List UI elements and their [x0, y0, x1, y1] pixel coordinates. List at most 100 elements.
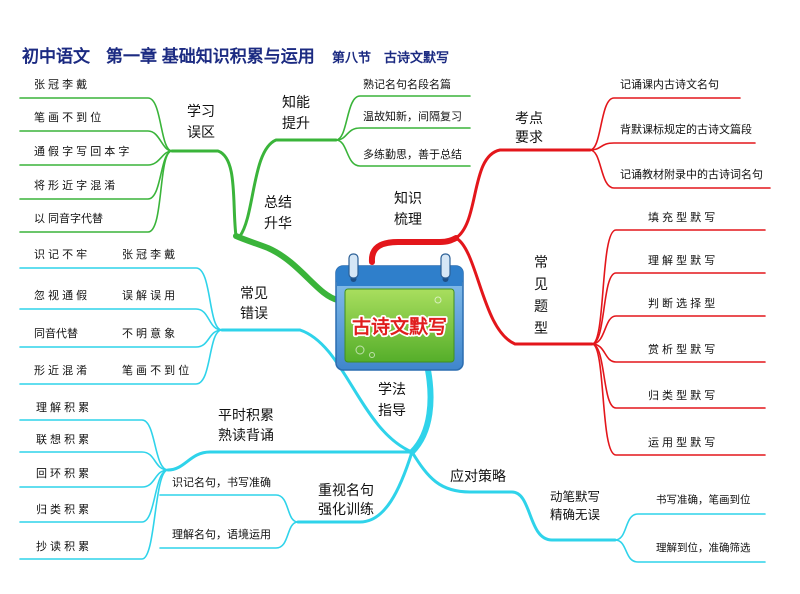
decor-bubble [369, 352, 375, 358]
leaf-item: 将 形 近 字 混 淆 [34, 178, 115, 192]
calendar-page [344, 288, 455, 363]
node-label: 要求 [515, 129, 543, 145]
leaf-line [159, 521, 299, 549]
leaf-item-error: 形 近 混 淆 [34, 364, 87, 377]
node-label: 常见 [240, 285, 268, 301]
leaf-line [335, 95, 471, 141]
leaf-item: 归 类 积 累 [36, 502, 89, 516]
leaf-line [19, 451, 169, 471]
node-label-method: 学法 [378, 381, 406, 397]
leaf-line [614, 513, 766, 541]
leaf-item: 背默课标规定的古诗文篇段 [620, 122, 752, 136]
trunk-line [409, 367, 434, 455]
node-study-pitfalls: 学习 误区 张 冠 李 戴 笔 画 不 到 位 通 假 字 写 回 本 字 将 … [19, 77, 215, 233]
node-label: 强化训练 [318, 501, 374, 517]
leaf-item: 多练勤思，善于总结 [363, 147, 462, 161]
branch-knowledge: 知识 梳理 考点 要求 记诵课内古诗文名句 背默课标规定的古诗文篇段 记诵教材附… [368, 77, 771, 456]
decor-bubble [434, 296, 442, 304]
node-label-method: 指导 [378, 402, 406, 418]
leaf-line [19, 308, 223, 331]
leaf-item-result: 张 冠 李 戴 [122, 247, 175, 261]
leaf-line [19, 130, 173, 152]
connector-line [166, 450, 414, 472]
title-chapter: 第一章 基础知识积累与运用 [106, 46, 315, 66]
leaf-item: 记诵课内古诗文名句 [620, 77, 719, 91]
leaf-item-error: 同音代替 [34, 326, 78, 340]
page-title: 初中语文 第一章 基础知识积累与运用 第八节 古诗文默写 [22, 46, 449, 66]
leaf-item: 赏 析 型 默 写 [648, 342, 715, 356]
node-label: 错误 [240, 305, 268, 321]
leaf-line [19, 329, 223, 385]
leaf-item: 笔 画 不 到 位 [34, 110, 101, 124]
leaf-line [159, 494, 299, 523]
node-label: 精确无误 [550, 508, 601, 522]
title-topic: 古诗文默写 [384, 50, 449, 65]
connector-line [454, 236, 594, 346]
calendar-ring [440, 253, 451, 279]
leaf-item-result: 笔 画 不 到 位 [122, 363, 189, 377]
leaf-item: 记诵教材附录中的古诗词名句 [620, 167, 763, 181]
node-label: 误区 [187, 124, 215, 140]
leaf-item-result: 误 解 误 用 [122, 288, 175, 302]
leaf-line [591, 343, 766, 456]
leaf-item-error: 忽 视 通 假 [34, 288, 87, 302]
node-label: 动笔默写 [550, 489, 600, 504]
leaf-item-error: 识 记 不 牢 [34, 247, 87, 261]
node-label: 考点 [515, 110, 543, 126]
leaf-item: 抄 读 积 累 [36, 539, 89, 553]
node-label: 见 [534, 276, 548, 292]
node-label: 提升 [282, 115, 310, 131]
leaf-item: 回 环 积 累 [36, 467, 89, 480]
leaf-line [591, 272, 766, 345]
trunk-line [368, 235, 459, 265]
node-label: 知能 [282, 94, 310, 110]
connector-line [238, 138, 338, 238]
node-label: 学习 [187, 103, 215, 119]
node-label: 平时积累 [218, 407, 274, 423]
node-strategy: 应对策略 动笔默写 精确无误 书写准确，笔画到位 理解到位，准确筛选 [450, 468, 766, 563]
leaf-line [591, 343, 766, 363]
leaf-item: 张 冠 李 戴 [34, 77, 87, 91]
title-subject: 初中语文 [22, 46, 91, 66]
trunk-line [233, 233, 341, 303]
leaf-item-result: 不 明 意 象 [122, 326, 175, 340]
calendar-icon: 古诗文默写 [335, 253, 464, 371]
leaf-line [614, 539, 766, 563]
decor-bubble [355, 345, 365, 355]
center-label: 古诗文默写 [352, 315, 447, 338]
leaf-item: 判 断 选 择 型 [648, 296, 715, 310]
leaf-item: 运 用 型 默 写 [648, 435, 715, 449]
branch-method: 学法 指导 常见 错误 识 记 不 牢 张 冠 李 戴 忽 视 通 假 误 解 … [19, 247, 766, 563]
calendar-ring [348, 253, 359, 279]
leaf-line [589, 142, 756, 151]
leaf-line [19, 150, 173, 233]
leaf-item: 归 类 型 默 写 [648, 388, 715, 402]
calendar-header-fill [337, 278, 462, 286]
connector-line [410, 450, 617, 542]
connector-line [454, 148, 592, 240]
leaf-line [19, 419, 169, 471]
leaf-line [335, 139, 471, 167]
node-label-knowledge: 梳理 [394, 211, 422, 227]
node-famous-lines-training: 重视名句 强化训练 识记名句，书写准确 理解名句，语境运用 [159, 475, 374, 549]
leaf-line [589, 149, 771, 189]
node-label: 应对策略 [450, 468, 506, 484]
connector-line [296, 450, 414, 524]
leaf-item: 通 假 字 写 回 本 字 [34, 144, 129, 158]
node-label: 熟读背诵 [218, 427, 274, 443]
title-section: 第八节 [332, 50, 371, 65]
leaf-item: 理解名句，语境运用 [172, 527, 271, 541]
leaf-item: 理 解 积 累 [36, 400, 89, 414]
leaf-line [589, 97, 741, 151]
leaf-line [19, 469, 169, 560]
node-label: 重视名句 [318, 482, 374, 498]
node-label-summary: 升华 [264, 215, 292, 231]
node-label: 常 [534, 254, 548, 270]
leaf-item: 识记名句，书写准确 [172, 475, 271, 489]
node-label-knowledge: 知识 [394, 190, 422, 206]
node-daily-accumulation: 平时积累 熟读背诵 理 解 积 累 联 想 积 累 回 环 积 累 归 类 积 … [19, 400, 274, 560]
leaf-item: 温故知新，间隔复习 [363, 109, 462, 123]
leaf-line [591, 229, 766, 345]
branch-summary: 总结 升华 学习 误区 张 冠 李 戴 笔 画 不 到 位 通 假 字 写 回 … [19, 77, 471, 303]
